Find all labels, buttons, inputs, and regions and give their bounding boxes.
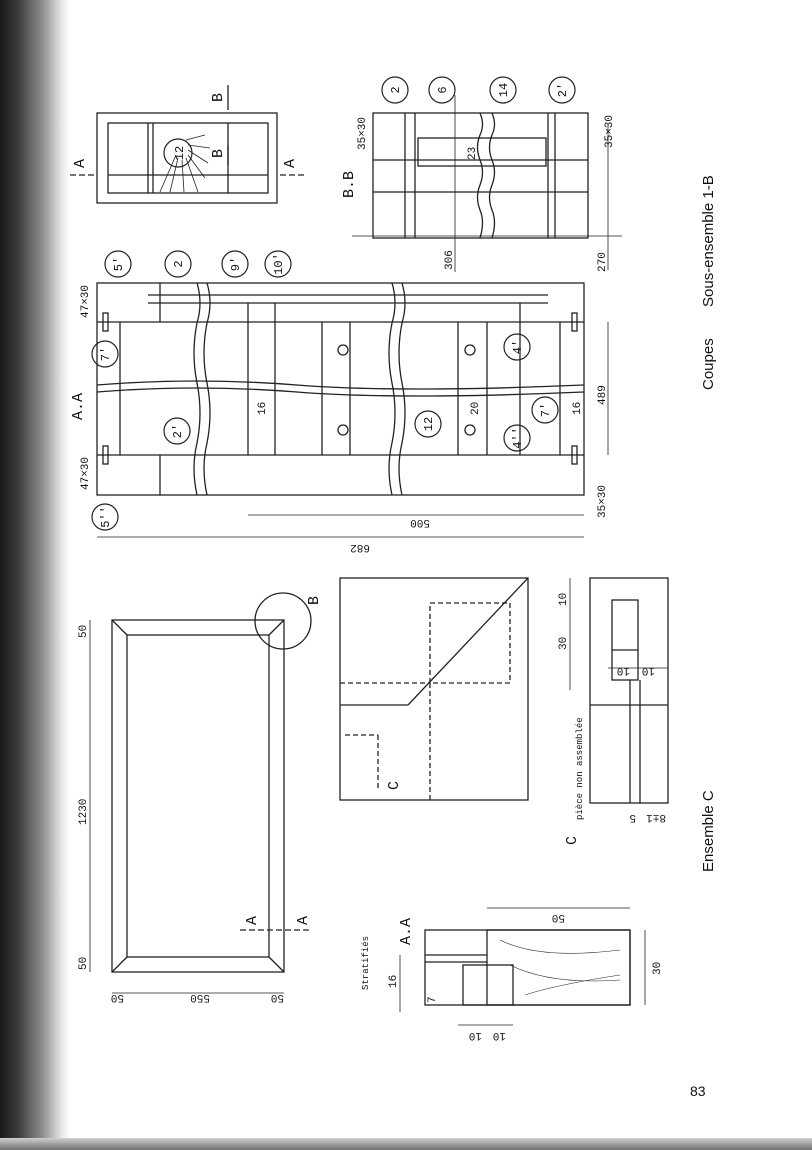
bubble-4-prime: 4' — [511, 340, 525, 354]
bubble-2: 2 — [389, 86, 403, 93]
dim-detail-30: 30 — [558, 637, 570, 650]
dim-detail-10-b: 10 — [642, 664, 655, 676]
label-bb: B.B — [341, 171, 358, 198]
dim-aa-16-left: 16 — [257, 402, 269, 415]
dim-small-50: 50 — [552, 911, 565, 923]
bubble-7-prime-bottom: 7' — [539, 403, 553, 417]
dim-frame-50-bottom: 50 — [78, 957, 90, 970]
dim-small-10-b: 10 — [493, 1029, 506, 1041]
dim-detail-10-top: 10 — [558, 593, 570, 606]
dim-detail-8: 8±1 — [646, 811, 666, 823]
bubble-5-second: 5'' — [99, 506, 113, 528]
joint-detail-view — [569, 577, 669, 804]
bubble-2-aa: 2 — [172, 260, 186, 267]
letter-b-top: B — [210, 93, 227, 102]
dim-detail-10-a: 10 — [617, 664, 630, 676]
dim-aa-500: 500 — [410, 516, 430, 528]
title-coupes: Coupes — [700, 338, 717, 390]
dim-bb-270: 270 — [597, 252, 609, 272]
letter-a-frame-right: A — [295, 916, 312, 925]
bubble-12-plan: 12 — [173, 146, 187, 160]
plan-view-small — [70, 85, 305, 204]
dim-bb-306: 306 — [444, 250, 456, 270]
bubble-9-prime: 9' — [229, 257, 243, 271]
bubble-4-second: 4'' — [511, 427, 525, 449]
bubble-12-aa: 12 — [422, 417, 436, 431]
page-bottom-edge — [0, 1138, 812, 1150]
dim-bb-23: 23 — [467, 147, 479, 160]
bubble-7-prime-top: 7' — [99, 347, 113, 361]
dim-aa-682: 682 — [350, 541, 370, 553]
dim-frame-50-right: 50 — [271, 991, 284, 1003]
bubble-5-prime: 5' — [112, 257, 126, 271]
label-aa: A.A — [70, 393, 87, 420]
letter-a-right: A — [282, 159, 299, 168]
dim-frame-50-left: 50 — [111, 991, 124, 1003]
bubble-6: 6 — [436, 86, 450, 93]
note-piece-non-assemblee: pièce non assemblée — [575, 717, 585, 820]
letter-b-frame: B — [306, 596, 323, 605]
letter-a-left: A — [72, 159, 89, 168]
title-ensemble-c: Ensemble C — [700, 790, 717, 872]
note-stratifies: Stratifiés — [361, 936, 371, 990]
dim-aa-47x30-top: 47×30 — [80, 285, 92, 318]
dim-frame-50-top: 50 — [78, 625, 90, 638]
dim-small-7: 7 — [427, 996, 439, 1003]
corner-detail-view — [339, 577, 529, 801]
letter-a-frame-left: A — [244, 916, 261, 925]
dim-aa-16-right: 16 — [572, 402, 584, 415]
frame-view — [89, 592, 312, 994]
small-section-aa-view — [399, 907, 646, 1026]
letter-c-detail: C — [386, 781, 403, 790]
part-bubbles — [91, 76, 576, 531]
dim-small-30: 30 — [652, 962, 664, 975]
dim-frame-550: 550 — [190, 991, 210, 1003]
section-aa-view — [96, 282, 609, 538]
bubble-10-prime: 10' — [272, 253, 286, 275]
dim-aa-47x30-bottom: 47×30 — [80, 457, 92, 490]
dim-small-16: 16 — [388, 975, 400, 988]
bubble-14: 14 — [497, 83, 511, 97]
dim-aa-489: 489 — [597, 385, 609, 405]
dim-aa-35x30: 35×30 — [597, 485, 609, 518]
bubble-2-prime-aa: 2' — [171, 424, 185, 438]
dim-small-10-a: 10 — [469, 1029, 482, 1041]
dim-aa-20: 20 — [470, 402, 482, 415]
letter-c-joint: C — [564, 836, 581, 845]
dim-detail-5: 5 — [629, 811, 636, 823]
section-bb-view — [352, 95, 622, 272]
dim-bb-35x30-right: 35×30 — [604, 115, 616, 148]
book-spine-shadow — [0, 0, 70, 1150]
dim-bb-35x30-left: 35×30 — [357, 117, 369, 150]
bubble-labels: 2 6 14 2' 12 5' 2 9' 10' 7' 4' 2' 4'' 7'… — [99, 83, 570, 528]
dim-frame-1230: 1230 — [78, 799, 90, 825]
letter-b-mid: B — [210, 149, 227, 158]
page-number: 83 — [690, 1083, 706, 1099]
title-sous-ensemble: Sous-ensemble 1-B — [700, 175, 717, 307]
bubble-2-prime: 2' — [556, 83, 570, 97]
label-aa-small: A.A — [398, 918, 415, 945]
